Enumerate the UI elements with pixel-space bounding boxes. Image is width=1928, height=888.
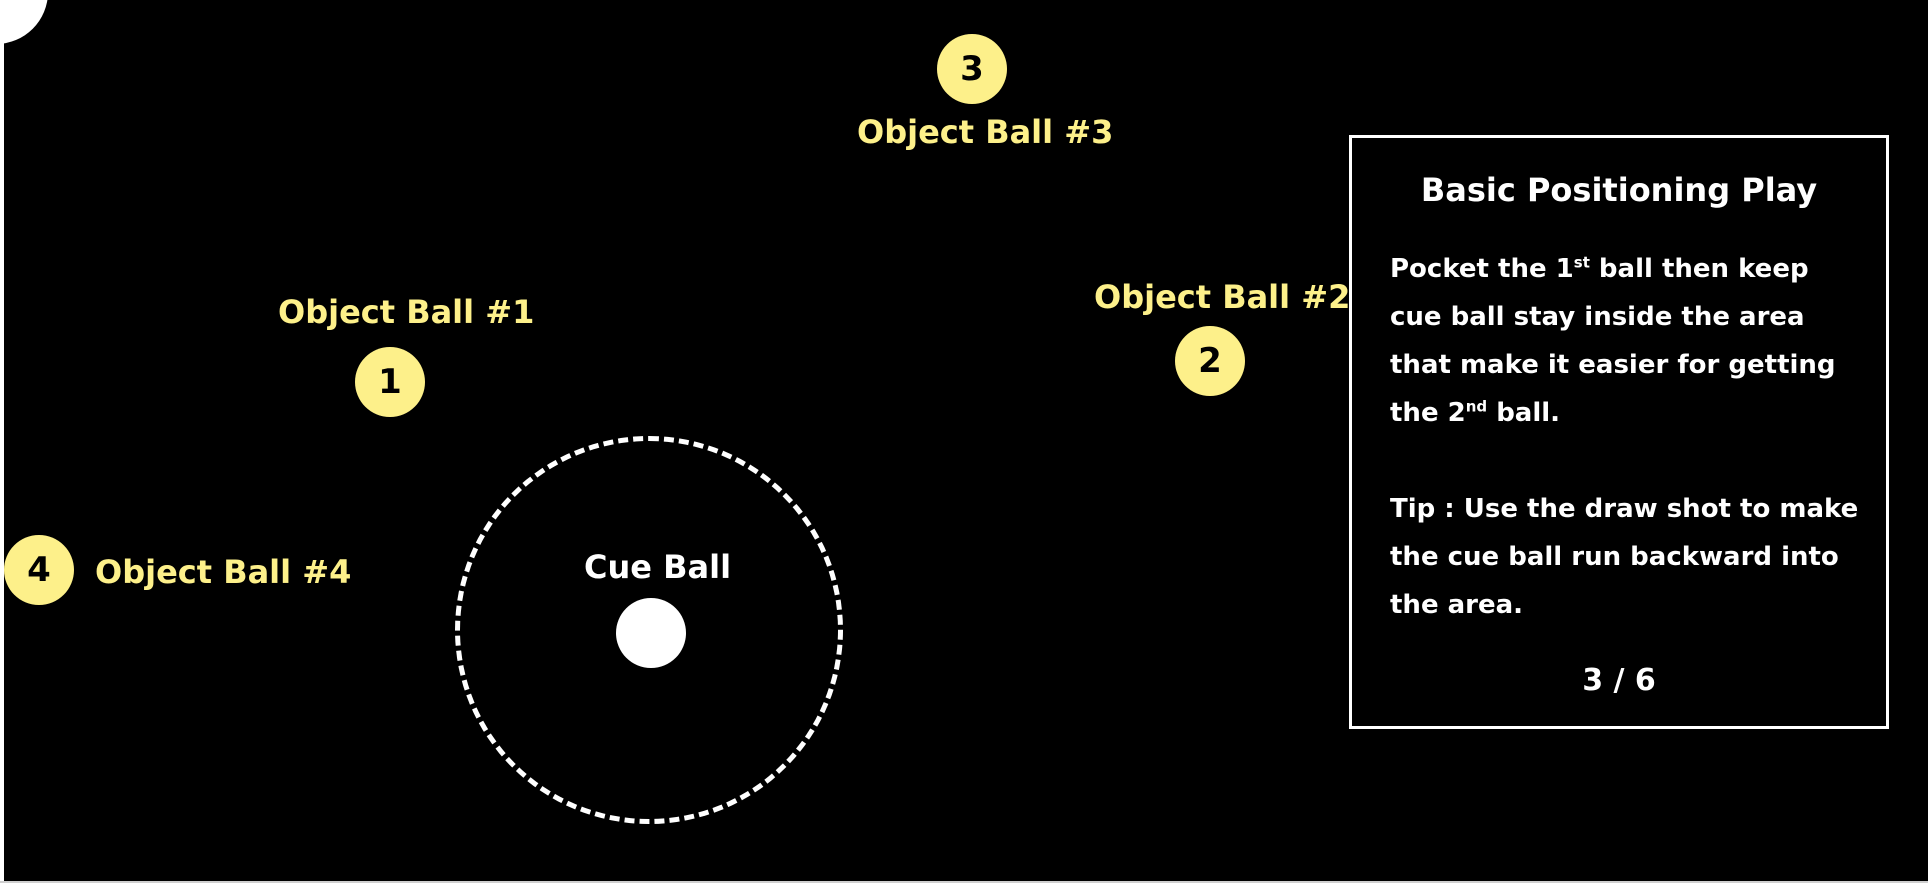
body-text-part: Pocket the 1 <box>1390 254 1574 284</box>
ordinal-suffix: nd <box>1465 397 1488 416</box>
object-ball-4[interactable]: 4 <box>4 535 74 605</box>
object-ball-2-label: Object Ball #2 <box>1094 278 1351 316</box>
panel-body-text: Pocket the 1st ball then keep cue ball s… <box>1390 245 1860 437</box>
bottom-edge-line <box>0 881 1928 883</box>
panel-tip-text: Tip : Use the draw shot to make the cue … <box>1390 494 1859 620</box>
cue-ball-label: Cue Ball <box>584 548 732 586</box>
body-text-part: ball then keep cue ball stay inside the … <box>1390 254 1836 428</box>
instruction-panel: Basic Positioning Play Pocket the 1st ba… <box>1349 135 1889 729</box>
object-ball-1-label: Object Ball #1 <box>278 293 535 331</box>
page-indicator: 3 / 6 <box>1582 663 1656 698</box>
cue-ball[interactable] <box>616 598 686 668</box>
panel-title: Basic Positioning Play <box>1420 171 1818 209</box>
ball-number: 2 <box>1198 341 1222 381</box>
ordinal-suffix: st <box>1573 253 1590 272</box>
object-ball-3[interactable]: 3 <box>937 34 1007 104</box>
target-area-circle <box>455 436 843 824</box>
ball-number: 1 <box>378 362 402 402</box>
object-ball-3-label: Object Ball #3 <box>857 113 1114 151</box>
ball-number: 3 <box>960 49 984 89</box>
ball-number: 4 <box>27 550 51 590</box>
object-ball-4-label: Object Ball #4 <box>95 553 352 591</box>
object-ball-1[interactable]: 1 <box>355 347 425 417</box>
corner-pocket <box>4 0 48 44</box>
body-text-part: ball. <box>1487 398 1561 428</box>
pool-table: 3 Object Ball #3 Object Ball #1 1 Object… <box>4 0 1928 881</box>
object-ball-2[interactable]: 2 <box>1175 326 1245 396</box>
